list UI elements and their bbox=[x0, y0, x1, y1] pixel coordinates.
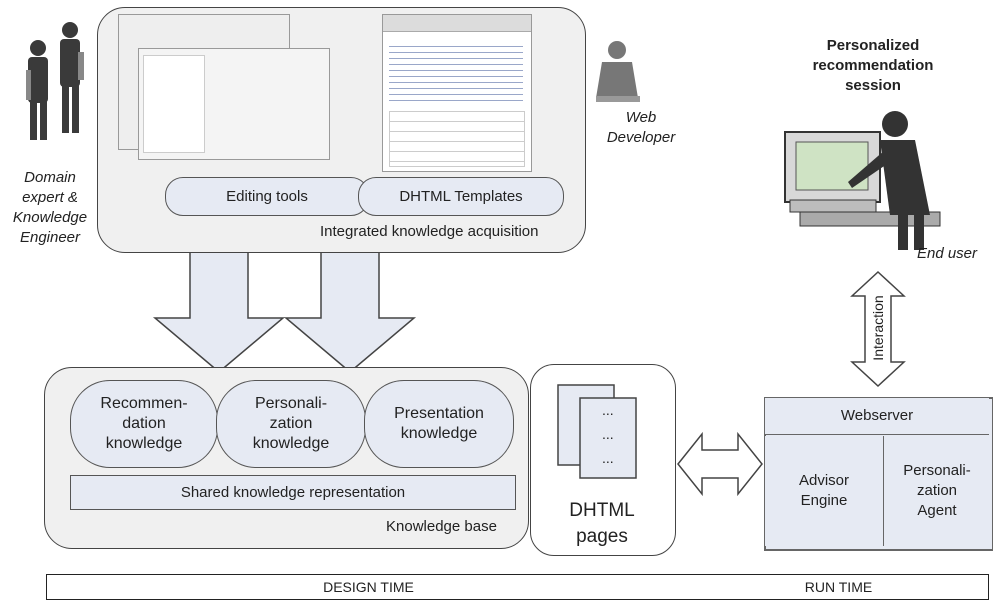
acquisition-caption: Integrated knowledge acquisition bbox=[320, 223, 539, 240]
recommendation-knowledge: Recommen- dation knowledge bbox=[70, 380, 218, 468]
personalization-agent: Personali- zation Agent bbox=[885, 436, 989, 546]
template-editor-screenshot bbox=[382, 14, 532, 172]
advisor-engine: Advisor Engine bbox=[765, 436, 884, 546]
dhtml-page-dots-3: ... bbox=[602, 450, 614, 466]
session-title: Personalized recommendation session bbox=[812, 37, 934, 94]
webserver-title: Webserver bbox=[765, 398, 989, 435]
down-arrow-left bbox=[152, 249, 286, 373]
knowledge-base-caption: Knowledge base bbox=[386, 518, 497, 535]
web-developer-figure bbox=[596, 41, 640, 102]
domain-expert-label: Domain expert & Knowledge Engineer bbox=[12, 169, 88, 246]
dhtml-page-dots-2: ... bbox=[602, 426, 614, 442]
web-developer-label: Web Developer bbox=[606, 109, 676, 146]
presentation-knowledge: Presentation knowledge bbox=[364, 380, 514, 468]
dhtml-templates-pill: DHTML Templates bbox=[358, 177, 564, 216]
down-arrow-right bbox=[283, 249, 417, 373]
dhtml-pages-panel bbox=[530, 364, 676, 556]
end-user-figure bbox=[784, 111, 941, 250]
editor-screenshot-front bbox=[138, 48, 330, 160]
run-time-bar: RUN TIME bbox=[689, 574, 989, 600]
dhtml-page-dots-1: ... bbox=[602, 402, 614, 418]
design-time-bar: DESIGN TIME bbox=[46, 574, 691, 600]
end-user-label: End user bbox=[916, 245, 978, 262]
interaction-label: Interaction bbox=[870, 295, 886, 361]
dhtml-page-icons bbox=[557, 384, 637, 479]
personalization-knowledge: Personali- zation knowledge bbox=[216, 380, 366, 468]
editing-tools-pill: Editing tools bbox=[165, 177, 369, 216]
dhtml-pages-label: DHTML pages bbox=[569, 500, 635, 547]
shared-knowledge-representation: Shared knowledge representation bbox=[70, 475, 516, 510]
domain-expert-figures bbox=[26, 22, 84, 140]
bidirectional-arrow-horizontal bbox=[677, 431, 763, 497]
bidirectional-arrow-vertical bbox=[850, 270, 906, 388]
